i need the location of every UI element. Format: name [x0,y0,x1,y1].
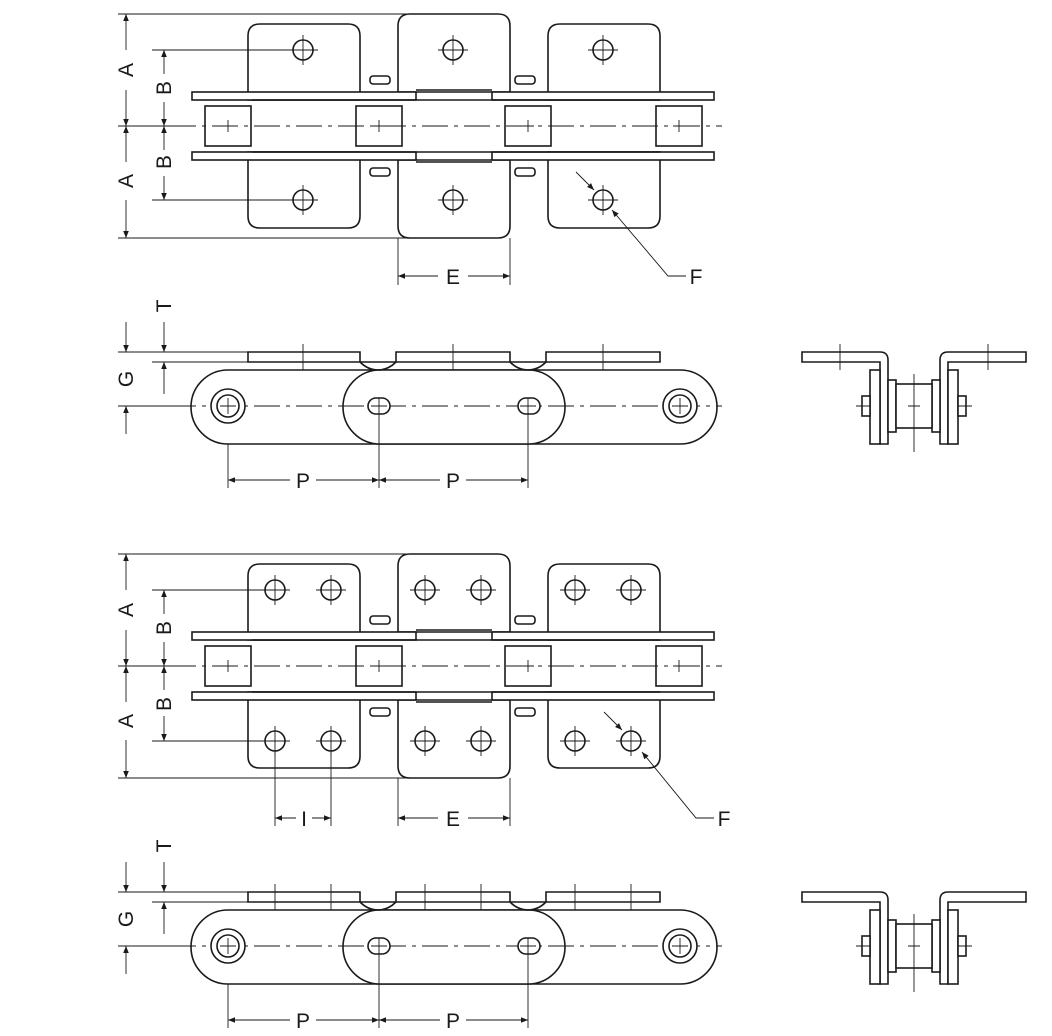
attachment-holes-double [260,575,646,756]
label-p-2b: P [446,1010,460,1033]
end-view-double-hole [801,891,1027,992]
label-a-upper-2: A [115,603,138,617]
label-f-2: F [718,808,731,831]
label-t-1: T [153,299,176,312]
label-p-1b: P [446,470,460,493]
label-f-1: F [690,266,703,289]
label-g-1: G [115,371,138,387]
label-p-1a: P [296,470,310,493]
end-view-single-hole [801,344,1027,452]
label-b-upper-1: B [153,81,176,95]
side-view-double-hole [118,862,722,1028]
dimension-labels: A A B B E F T G P P A A B B I E F T G P … [115,63,730,1033]
label-a-lower-2: A [115,714,138,728]
attachment-holes [288,35,618,215]
label-e-1: E [446,266,460,289]
top-view-single-hole [118,13,722,285]
label-t-2: T [153,839,176,852]
label-p-2a: P [296,1010,310,1033]
label-a-lower-1: A [115,174,138,188]
label-b-lower-2: B [153,697,176,711]
label-b-upper-2: B [153,621,176,635]
label-g-2: G [115,911,138,927]
top-view-double-hole [118,553,722,826]
label-e-2: E [446,808,460,831]
label-i-2: I [301,808,307,831]
side-view-single-hole [118,322,722,488]
label-a-upper-1: A [115,63,138,77]
label-b-lower-1: B [153,155,176,169]
